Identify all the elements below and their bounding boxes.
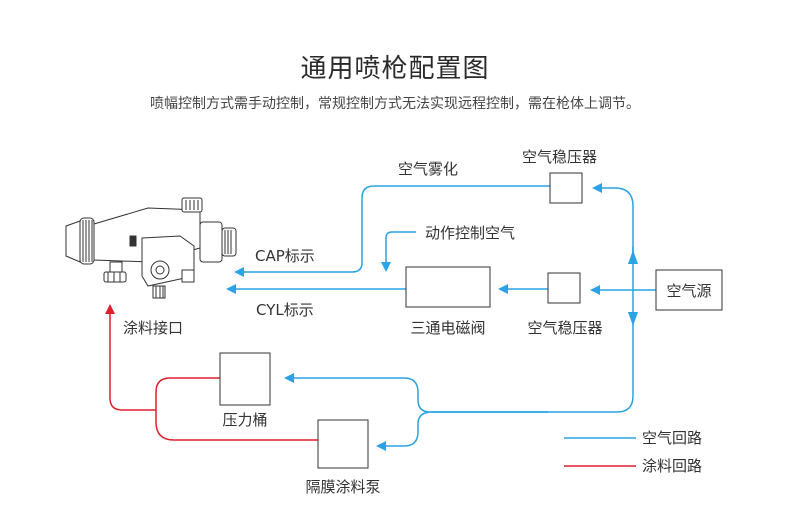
trunk-arrow-down bbox=[628, 312, 638, 326]
trunk-arrow-up bbox=[628, 250, 638, 264]
air-line-trunk-to-top-reg bbox=[592, 183, 634, 254]
diaphragm-pump-box bbox=[317, 419, 369, 469]
air-line-cap bbox=[234, 185, 550, 277]
air-source-box bbox=[655, 269, 723, 311]
paint-line-to-gun bbox=[105, 304, 156, 411]
page-subtitle: 喷幅控制方式需手动控制，常规控制方式无法实现远程控制，需在枪体上调节。 bbox=[150, 96, 640, 112]
spray-gun-icon bbox=[65, 197, 237, 299]
label-diaphragm-pump: 隔膜涂料泵 bbox=[305, 478, 380, 496]
label-regulator-bottom: 空气稳压器 bbox=[527, 319, 602, 337]
legend-paint-label: 涂料回路 bbox=[642, 457, 702, 475]
air-lines bbox=[226, 183, 656, 451]
pressure-tank-box bbox=[219, 352, 271, 406]
label-paint-inlet: 涂料接口 bbox=[123, 319, 183, 337]
label-cap: CAP标示 bbox=[255, 247, 315, 265]
label-air-source: 空气源 bbox=[666, 282, 711, 300]
label-air-atomize: 空气雾化 bbox=[398, 160, 458, 178]
label-action-control-air: 动作控制空气 bbox=[425, 224, 515, 242]
label-pressure-tank: 压力桶 bbox=[222, 411, 267, 429]
legend: 空气回路 涂料回路 bbox=[564, 429, 702, 475]
regulator-bottom-box bbox=[547, 272, 581, 304]
solenoid-valve-box bbox=[405, 266, 491, 308]
air-line-to-pump bbox=[376, 411, 548, 451]
paint-line-tank-pump bbox=[155, 377, 318, 441]
air-line-to-tank bbox=[284, 322, 634, 413]
label-solenoid-valve: 三通电磁阀 bbox=[410, 319, 485, 337]
label-cyl: CYL标示 bbox=[256, 301, 314, 319]
paint-lines bbox=[105, 304, 318, 441]
regulator-top-box bbox=[549, 172, 583, 204]
label-regulator-top: 空气稳压器 bbox=[522, 148, 597, 166]
air-line-action bbox=[381, 231, 416, 272]
page-title: 通用喷枪配置图 bbox=[300, 54, 490, 84]
legend-air-label: 空气回路 bbox=[642, 429, 702, 447]
